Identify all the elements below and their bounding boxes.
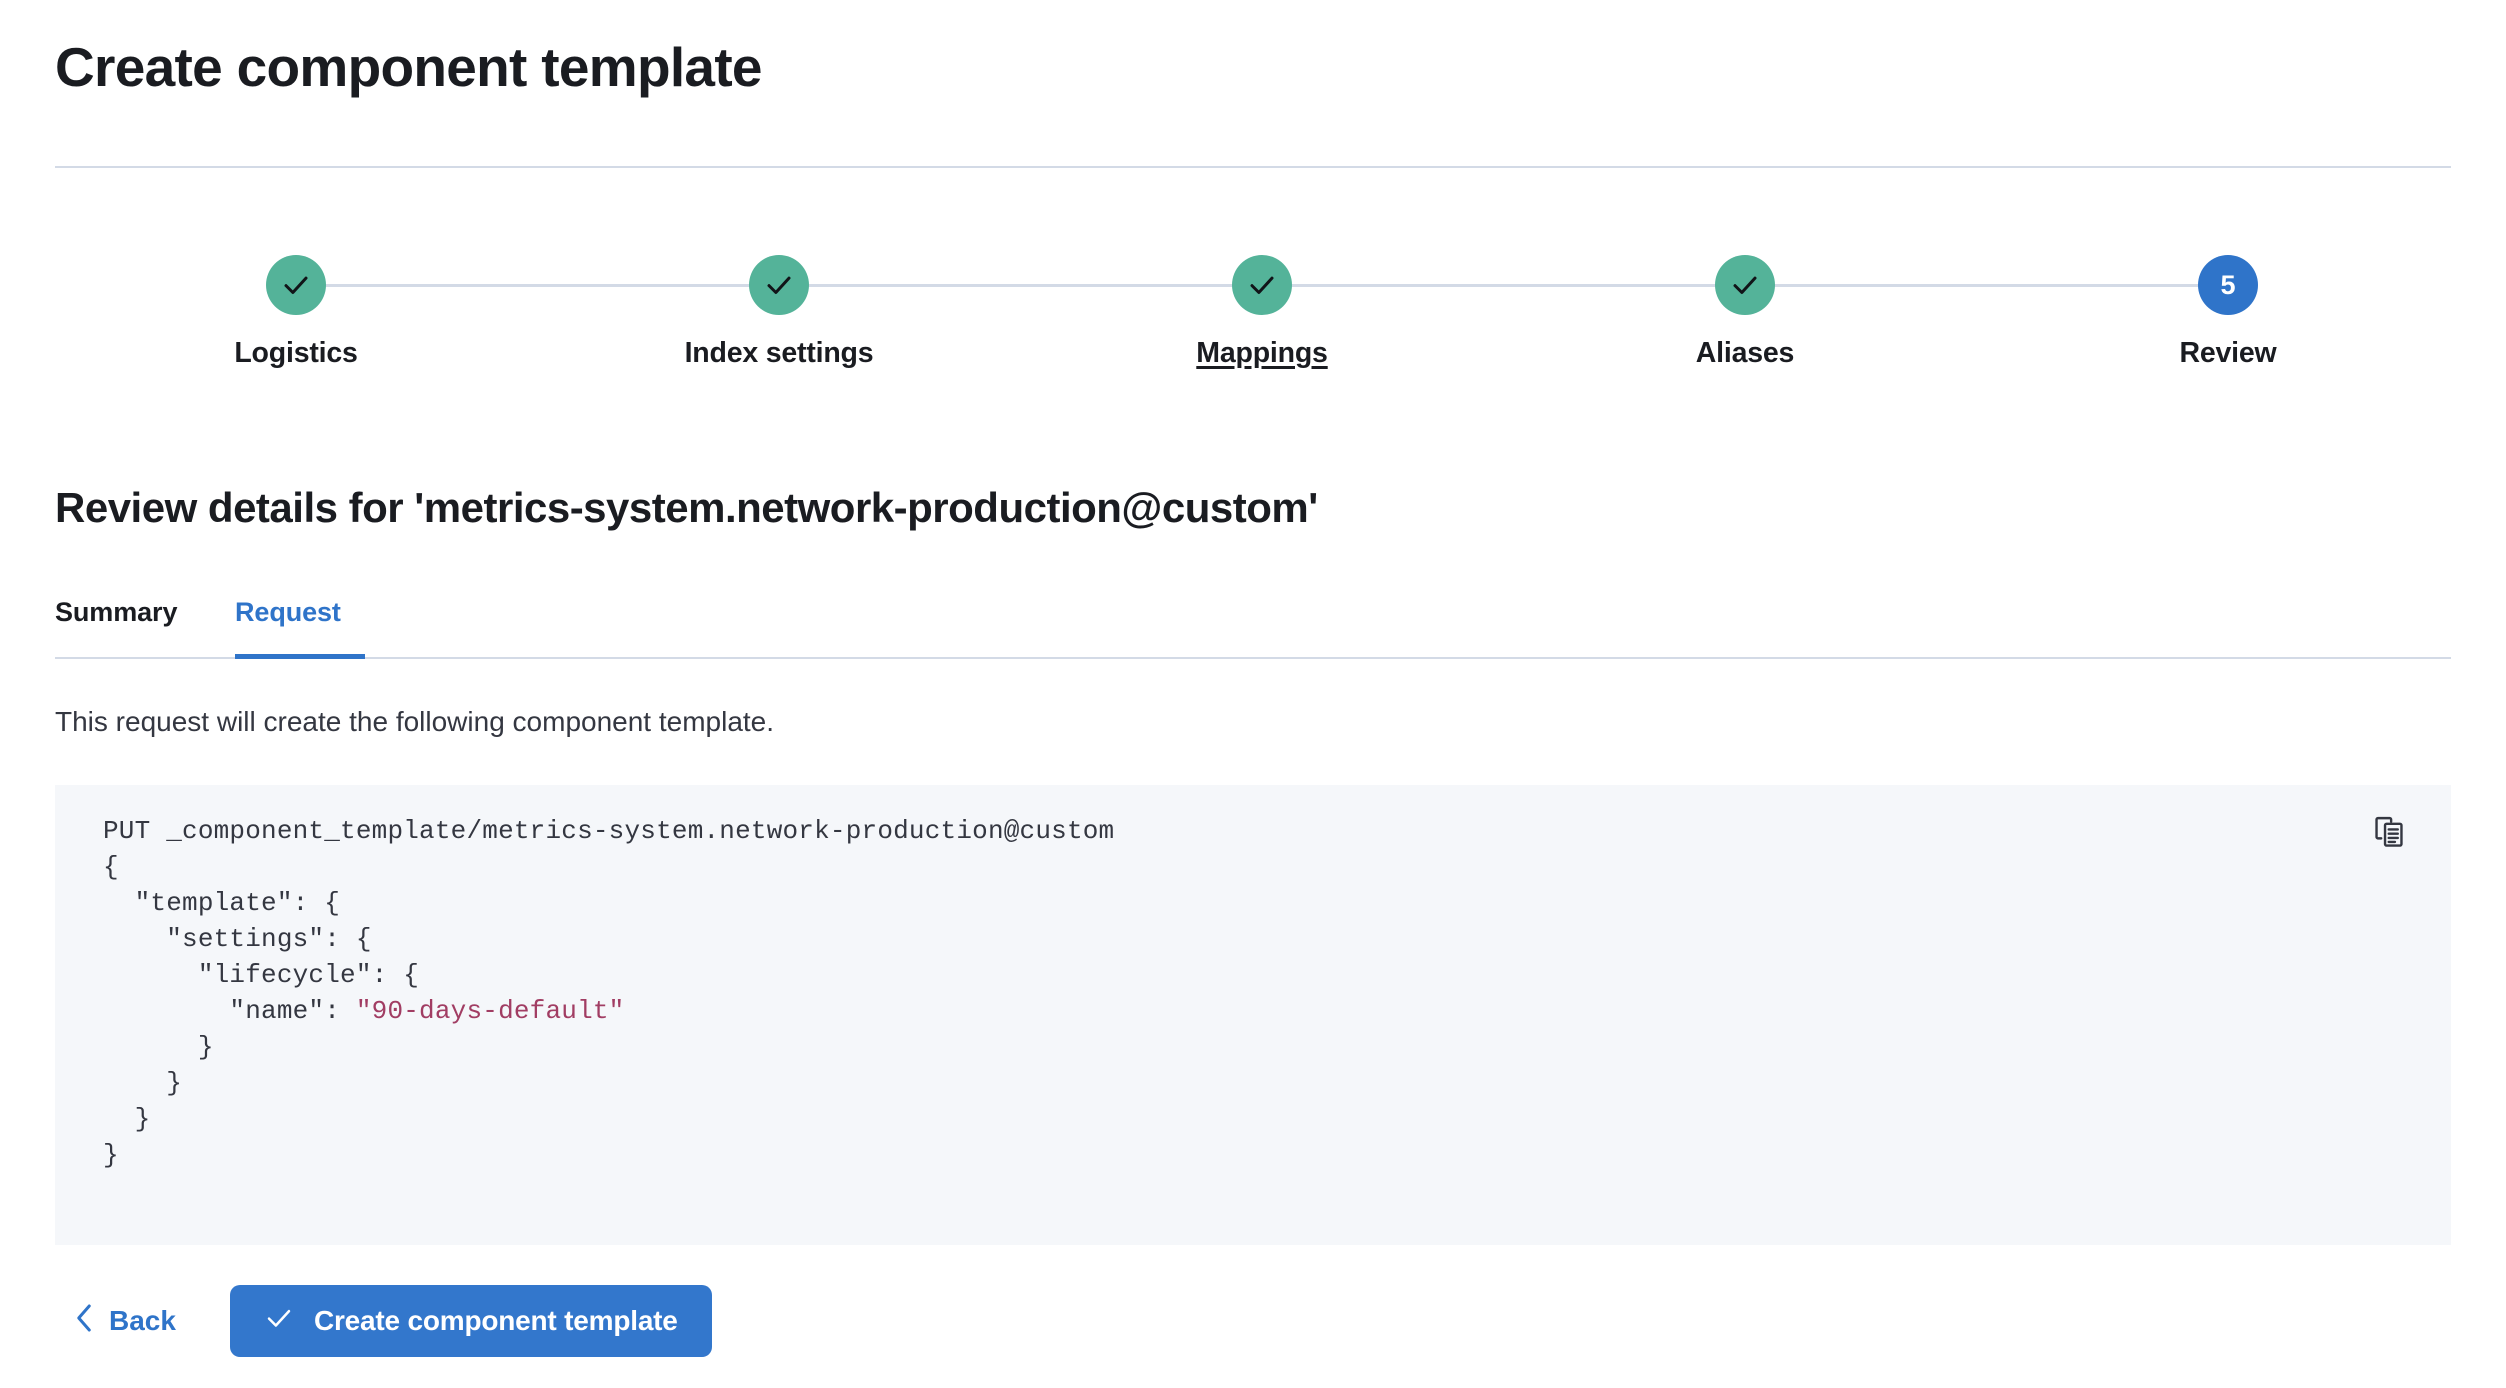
step-review[interactable]: 5 Review [1988,255,2468,370]
code-line-method: PUT _component_template/metrics-system.n… [103,816,1115,846]
step-label: Index settings [684,337,874,369]
step-status-circle[interactable] [1232,255,1292,315]
code-line-lifecycle: "lifecycle": { [103,960,420,990]
page-title: Create component template [55,36,763,98]
step-status-circle[interactable] [266,255,326,315]
code-line-template: "template": { [103,888,341,918]
step-label: Logistics [234,337,358,369]
tab-summary[interactable]: Summary [55,597,177,659]
wizard-stepper: Logistics Index settings Mapping [55,255,2451,400]
step-logistics[interactable]: Logistics [56,255,536,370]
code-line-name-value: "90-days-default" [355,996,625,1026]
request-code-panel: PUT _component_template/metrics-system.n… [55,785,2451,1245]
review-tabs: Summary Request [55,597,2451,659]
wizard-footer-actions: Back Create component template [55,1285,712,1357]
active-tab-indicator [235,654,365,659]
step-index-settings[interactable]: Index settings [539,255,1019,370]
copy-request-button[interactable] [2365,809,2413,857]
check-icon [264,1303,294,1340]
step-label[interactable]: Mappings [1196,337,1328,369]
step-number: 5 [2220,269,2236,300]
code-line-open-root: { [103,852,119,882]
title-divider [55,166,2451,168]
code-line-close-1: } [103,1032,214,1062]
code-line-name-key: "name": [103,996,356,1026]
code-line-close-4: } [103,1140,119,1170]
check-icon [764,270,794,300]
step-label: Review [2179,337,2277,369]
back-button-label: Back [109,1305,176,1336]
code-line-settings: "settings": { [103,924,372,954]
request-description: This request will create the following c… [55,706,775,737]
step-mappings[interactable]: Mappings [1022,255,1502,370]
step-status-circle[interactable] [749,255,809,315]
step-status-circle[interactable] [1715,255,1775,315]
request-code-block: PUT _component_template/metrics-system.n… [103,813,1114,1173]
create-component-template-button[interactable]: Create component template [229,1285,712,1357]
check-icon [1730,270,1760,300]
check-icon [281,270,311,300]
copy-clipboard-icon [2372,815,2406,852]
code-line-close-3: } [103,1104,151,1134]
step-status-circle[interactable]: 5 [2198,255,2258,315]
step-label: Aliases [1695,337,1795,369]
create-component-template-label: Create component template [313,1305,678,1336]
tab-request[interactable]: Request [235,597,341,659]
back-button[interactable]: Back [55,1285,198,1357]
code-line-close-2: } [103,1068,183,1098]
tabs-underline [55,657,2451,659]
step-aliases[interactable]: Aliases [1505,255,1985,370]
chevron-left-icon [73,1303,95,1340]
review-heading: Review details for 'metrics-system.netwo… [55,484,1318,531]
check-icon [1247,270,1277,300]
